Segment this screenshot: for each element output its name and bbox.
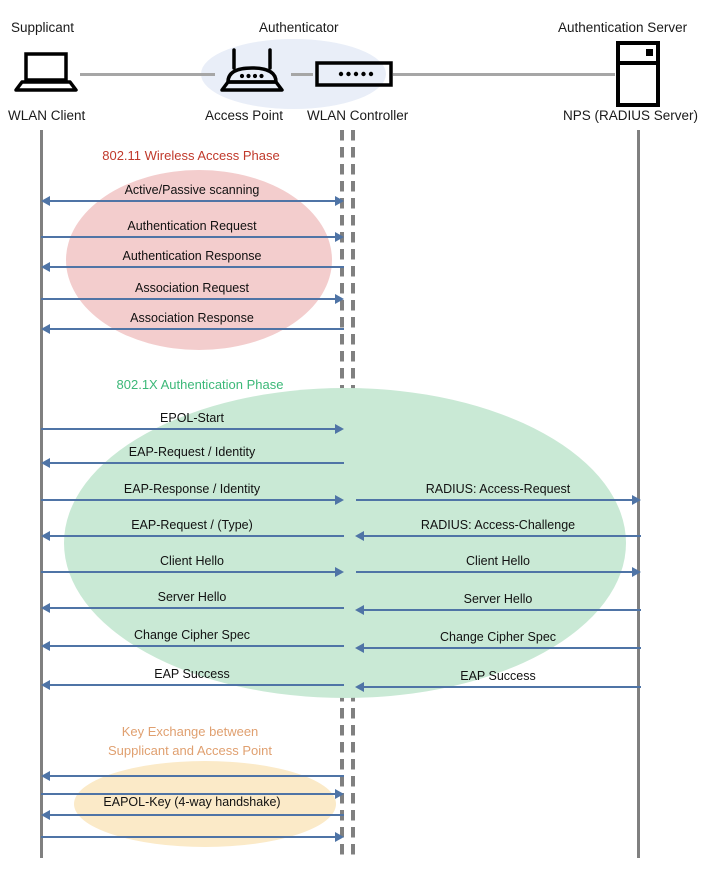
message-label: Client Hello xyxy=(466,554,530,568)
message-arrow xyxy=(48,328,344,330)
message-label: Association Request xyxy=(135,281,249,295)
arrowhead-left-icon xyxy=(41,641,50,651)
message-arrow xyxy=(48,775,344,777)
message-arrow xyxy=(48,462,344,464)
phase-8021x-authentication-ellipse xyxy=(64,388,626,698)
message-arrow xyxy=(48,814,344,816)
arrowhead-left-icon xyxy=(41,196,50,206)
message-label: EAP-Response / Identity xyxy=(123,482,261,496)
arrowhead-left-icon xyxy=(41,531,50,541)
phase-title-key-exchange-line1: Key Exchange between xyxy=(121,724,259,739)
server-icon xyxy=(615,41,661,112)
message-arrow xyxy=(41,793,336,795)
actor-role-authentication-server: Authentication Server xyxy=(558,20,688,35)
message-label: Server Hello xyxy=(463,592,533,606)
message-label: Authentication Response xyxy=(122,249,262,263)
arrowhead-right-icon xyxy=(335,232,344,242)
message-arrow xyxy=(363,647,641,649)
arrowhead-left-icon xyxy=(41,680,50,690)
arrowhead-left-icon xyxy=(355,605,364,615)
wlan-controller-icon xyxy=(315,61,393,92)
message-arrow xyxy=(48,535,344,537)
message-arrow xyxy=(41,298,336,300)
message-arrow xyxy=(48,200,336,202)
lifeline-supplicant xyxy=(40,130,43,858)
message-arrow xyxy=(41,499,336,501)
arrowhead-left-icon xyxy=(355,682,364,692)
wire-controller-to-server xyxy=(393,73,615,76)
arrowhead-left-icon xyxy=(41,458,50,468)
message-arrow xyxy=(48,266,344,268)
arrowhead-left-icon xyxy=(355,643,364,653)
actor-device-wlan-controller: WLAN Controller xyxy=(307,108,409,123)
message-arrow xyxy=(41,236,336,238)
arrowhead-left-icon xyxy=(41,603,50,613)
message-arrow xyxy=(356,499,633,501)
arrowhead-right-icon xyxy=(335,832,344,842)
eapol-key-group-label: EAPOL-Key (4-way handshake) xyxy=(103,795,281,809)
message-label: EAP Success xyxy=(154,667,230,681)
actor-role-authenticator: Authenticator xyxy=(259,20,339,35)
message-label: EAP-Request / Identity xyxy=(128,445,256,459)
message-arrow xyxy=(41,836,336,838)
arrowhead-right-icon xyxy=(335,495,344,505)
arrowhead-left-icon xyxy=(41,810,50,820)
message-arrow xyxy=(48,684,344,686)
arrowhead-left-icon xyxy=(41,324,50,334)
arrowhead-right-icon xyxy=(632,495,641,505)
wire-ap-to-controller xyxy=(291,73,313,76)
arrowhead-right-icon xyxy=(335,567,344,577)
message-label: EAP-Request / (Type) xyxy=(131,518,253,532)
message-arrow xyxy=(48,607,344,609)
message-label: Association Response xyxy=(130,311,254,325)
message-label: Change Cipher Spec xyxy=(439,630,557,644)
phase-title-8021x-authentication: 802.1X Authentication Phase xyxy=(116,377,284,392)
wire-client-to-ap xyxy=(80,73,215,76)
arrowhead-left-icon xyxy=(41,262,50,272)
actor-role-supplicant: Supplicant xyxy=(11,20,75,35)
message-label: Server Hello xyxy=(157,590,227,604)
message-label: EPOL-Start xyxy=(160,411,224,425)
message-label: Active/Passive scanning xyxy=(124,183,260,197)
arrowhead-right-icon xyxy=(335,424,344,434)
arrowhead-left-icon xyxy=(355,531,364,541)
message-label: Authentication Request xyxy=(127,219,257,233)
message-label: EAP Success xyxy=(460,669,536,683)
message-arrow xyxy=(356,571,633,573)
arrowhead-right-icon xyxy=(335,789,344,799)
access-point-icon xyxy=(216,48,288,99)
arrowhead-left-icon xyxy=(41,771,50,781)
laptop-icon xyxy=(14,52,78,97)
lifeline-authentication-server xyxy=(637,130,640,858)
actor-device-access-point: Access Point xyxy=(205,108,284,123)
message-arrow xyxy=(363,686,641,688)
message-label: Change Cipher Spec xyxy=(133,628,251,642)
message-label: Client Hello xyxy=(160,554,224,568)
phase-title-wireless-access: 802.11 Wireless Access Phase xyxy=(102,148,280,163)
arrowhead-right-icon xyxy=(335,294,344,304)
actor-device-nps-radius-server: NPS (RADIUS Server) xyxy=(563,108,699,123)
message-arrow xyxy=(48,645,344,647)
phase-title-key-exchange-line2: Supplicant and Access Point xyxy=(107,743,273,758)
arrowhead-right-icon xyxy=(335,196,344,206)
message-arrow xyxy=(363,609,641,611)
message-label: RADIUS: Access-Request xyxy=(425,482,571,496)
message-arrow xyxy=(41,428,336,430)
message-arrow xyxy=(41,571,336,573)
message-arrow xyxy=(363,535,641,537)
arrowhead-right-icon xyxy=(632,567,641,577)
message-label: RADIUS: Access-Challenge xyxy=(420,518,576,532)
actor-device-wlan-client: WLAN Client xyxy=(8,108,86,123)
